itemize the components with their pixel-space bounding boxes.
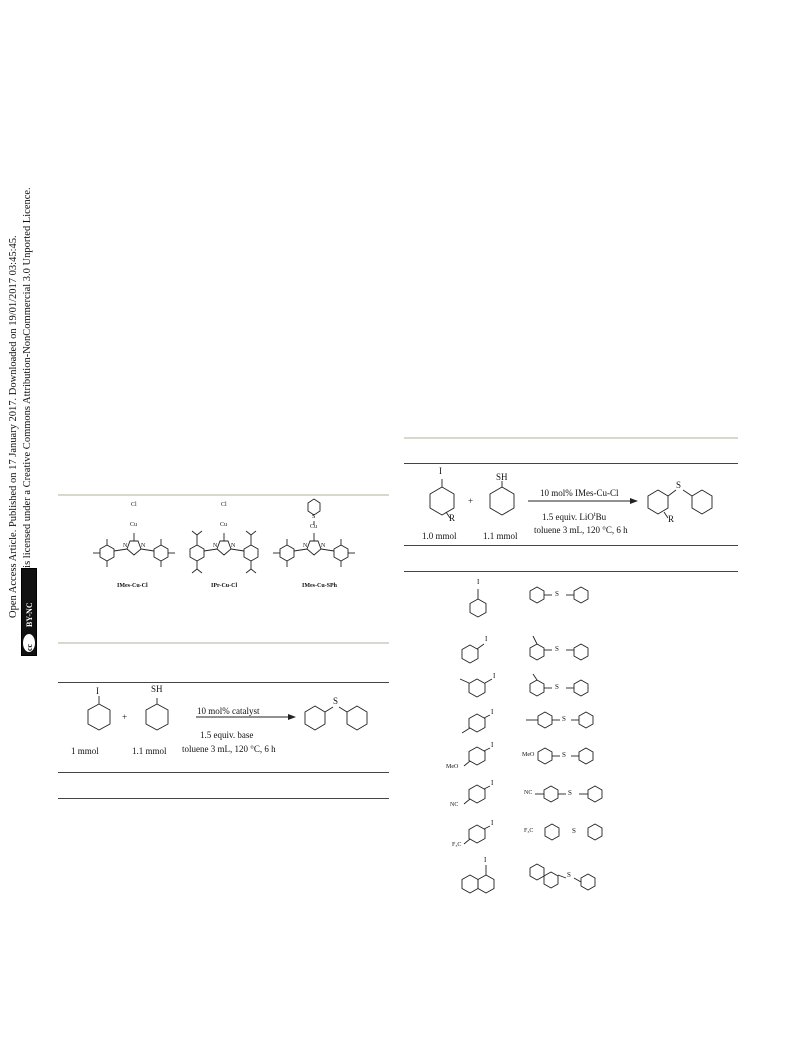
scheme-1-drawing — [87, 696, 368, 731]
rule — [58, 642, 389, 644]
rule — [58, 798, 389, 799]
plus-sign: + — [468, 496, 474, 506]
rule — [404, 437, 738, 439]
reagent-amount: 1 mmol — [71, 746, 99, 756]
substituent-label: SH — [151, 684, 163, 694]
atom-label: N — [321, 543, 326, 549]
rule — [404, 545, 738, 546]
cc-badge-text: BY-NC — [25, 602, 34, 627]
catalyst-structures: Cl Cu N N Cl Cu N N S Cu N N IMes-Cu-Cl … — [80, 498, 370, 605]
atom-label: N — [213, 543, 218, 549]
atom-label: Cu — [130, 522, 138, 528]
plus-sign: + — [122, 712, 128, 722]
substrate-drawings — [459, 586, 603, 894]
rule — [58, 772, 389, 773]
atom-label: S — [572, 827, 576, 835]
arrow-condition: toluene 3 mL, 120 °C, 6 h — [182, 744, 276, 754]
arrow-condition: toluene 3 mL, 120 °C, 6 h — [534, 525, 628, 535]
licence-line-1: Open Access Article. Published on 17 Jan… — [8, 235, 19, 618]
atom-label: S — [555, 683, 559, 691]
atom-label: Cu — [220, 522, 228, 528]
atom-label: Cl — [131, 502, 137, 508]
atom-label: S — [312, 514, 316, 520]
substituent-label: MeO — [446, 764, 459, 770]
atom-label: I — [491, 708, 494, 716]
atom-label: I — [491, 819, 494, 827]
arrow-condition: 10 mol% IMes-Cu-Cl — [540, 488, 619, 498]
substrate-table: I S I S I S I S I MeO MeO S I NC NC S I … — [440, 578, 640, 908]
arrow-condition: 1.5 equiv. LiOtBu — [542, 512, 607, 522]
atom-label: S — [555, 590, 559, 598]
scheme-2: I R SH + 1.0 mmol 1.1 mmol 10 mol% IMes-… — [404, 466, 738, 544]
cc-badge[interactable]: cc BY-NC — [21, 568, 37, 656]
rule — [58, 682, 389, 683]
r-group-label: R — [668, 514, 675, 524]
atom-label: S — [562, 751, 566, 759]
cc-icon: cc — [25, 643, 34, 651]
substituent-label: NC — [450, 802, 459, 808]
reagent-amount: 1.1 mmol — [483, 531, 518, 541]
atom-label: Cl — [221, 502, 227, 508]
arrow-condition: 10 mol% catalyst — [197, 706, 260, 716]
reagent-amount: 1.0 mmol — [422, 531, 457, 541]
rule — [58, 494, 389, 496]
r-group-label: R — [449, 513, 456, 523]
substituent-label: NC — [524, 790, 533, 796]
atom-label: N — [303, 543, 308, 549]
atom-label: S — [333, 696, 339, 706]
arrow-condition: 1.5 equiv. base — [200, 730, 254, 740]
licence-line-2: This article is licensed under a Creativ… — [22, 187, 33, 618]
atom-label: I — [491, 741, 494, 749]
catalyst-name-imes-cu-sph: IMes-Cu-SPh — [302, 583, 338, 589]
atom-label: N — [231, 543, 236, 549]
substituent-label: MeO — [522, 752, 535, 758]
atom-label: I — [485, 635, 488, 643]
substituent-label: SH — [496, 472, 508, 482]
atom-label: S — [562, 715, 566, 723]
licence-sidebar: Open Access Article. Published on 17 Jan… — [0, 0, 40, 1039]
substituent-label: F₃C — [452, 842, 462, 848]
atom-label: I — [493, 672, 496, 680]
substituent-label: I — [439, 466, 442, 476]
atom-label: S — [676, 480, 682, 490]
atom-label: I — [491, 779, 494, 787]
catalyst-drawings — [93, 498, 355, 574]
substituent-label: I — [96, 686, 99, 696]
scheme-2-drawing — [429, 479, 713, 519]
atom-label: S — [567, 871, 571, 879]
rule — [404, 463, 738, 464]
atom-label: Cu — [310, 524, 318, 530]
catalyst-name-imes-cu-cl: IMes-Cu-Cl — [117, 583, 148, 589]
reagent-amount: 1.1 mmol — [132, 746, 167, 756]
atom-label: I — [477, 578, 480, 586]
atom-label: N — [123, 543, 128, 549]
scheme-1: I SH + 1 mmol 1.1 mmol 10 mol% catalyst … — [58, 684, 389, 770]
atom-label: I — [484, 856, 487, 864]
catalyst-name-ipr-cu-cl: IPr-Cu-Cl — [211, 583, 238, 589]
atom-label: S — [555, 645, 559, 653]
atom-label: N — [141, 543, 146, 549]
atom-label: S — [568, 789, 572, 797]
substituent-label: F₃C — [524, 828, 534, 834]
rule — [404, 571, 738, 572]
